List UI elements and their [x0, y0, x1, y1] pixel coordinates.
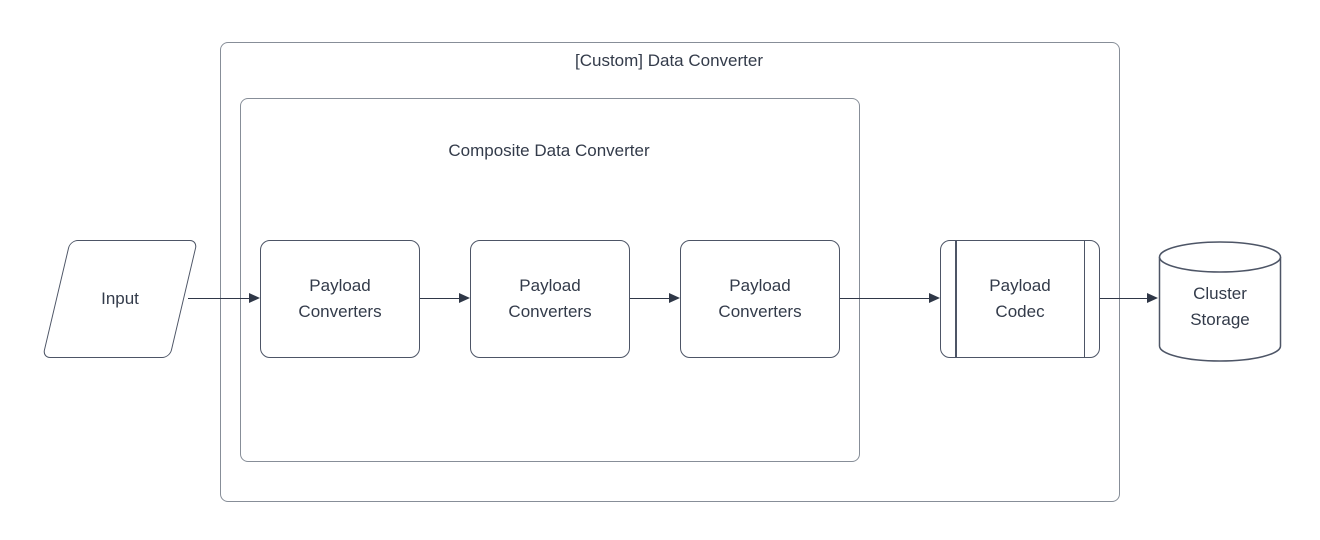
payload-codec-node: Payload Codec	[940, 240, 1100, 358]
arrow-shaft	[188, 297, 251, 300]
composite-data-converter-label: Composite Data Converter	[448, 141, 650, 160]
arrow-shaft	[1100, 297, 1149, 300]
payload-converters-node-3: Payload Converters	[680, 240, 840, 358]
arrowhead-icon	[929, 293, 940, 303]
cluster-storage-label: Cluster Storage	[1190, 284, 1250, 329]
payload-converters-label-2: Payload Converters	[508, 276, 592, 321]
custom-data-converter-label: [Custom] Data Converter	[574, 51, 763, 70]
cluster-storage-node	[1158, 241, 1282, 362]
arrow-converter1-to-converter2	[420, 293, 470, 304]
payload-converters-label-3: Payload Converters	[718, 276, 802, 321]
input-node-label-wrap: Input	[42, 240, 198, 358]
cylinder-top-ellipse	[1158, 241, 1282, 273]
arrowhead-icon	[669, 293, 680, 303]
custom-data-converter-container	[220, 42, 1120, 502]
arrowhead-icon	[1147, 293, 1158, 303]
arrowhead-icon	[459, 293, 470, 303]
arrow-shaft	[420, 297, 461, 300]
arrow-shaft	[840, 297, 931, 300]
arrow-codec-to-storage	[1100, 293, 1158, 304]
arrow-shaft	[630, 297, 671, 300]
payload-codec-label: Payload Codec	[989, 276, 1051, 321]
payload-converters-node-2: Payload Converters	[470, 240, 630, 358]
composite-data-converter-container	[240, 98, 860, 462]
payload-converters-node-1: Payload Converters	[260, 240, 420, 358]
arrowhead-icon	[249, 293, 260, 303]
codec-right-bar	[1083, 241, 1085, 357]
payload-converters-label-1: Payload Converters	[298, 276, 382, 321]
arrow-converter2-to-converter3	[630, 293, 680, 304]
input-node-label: Input	[101, 289, 139, 308]
cluster-storage-label-wrap: Cluster Storage	[1158, 252, 1282, 362]
arrow-converter3-to-codec	[840, 293, 940, 304]
codec-left-bar	[955, 241, 957, 357]
arrow-input-to-converter1	[188, 293, 260, 304]
